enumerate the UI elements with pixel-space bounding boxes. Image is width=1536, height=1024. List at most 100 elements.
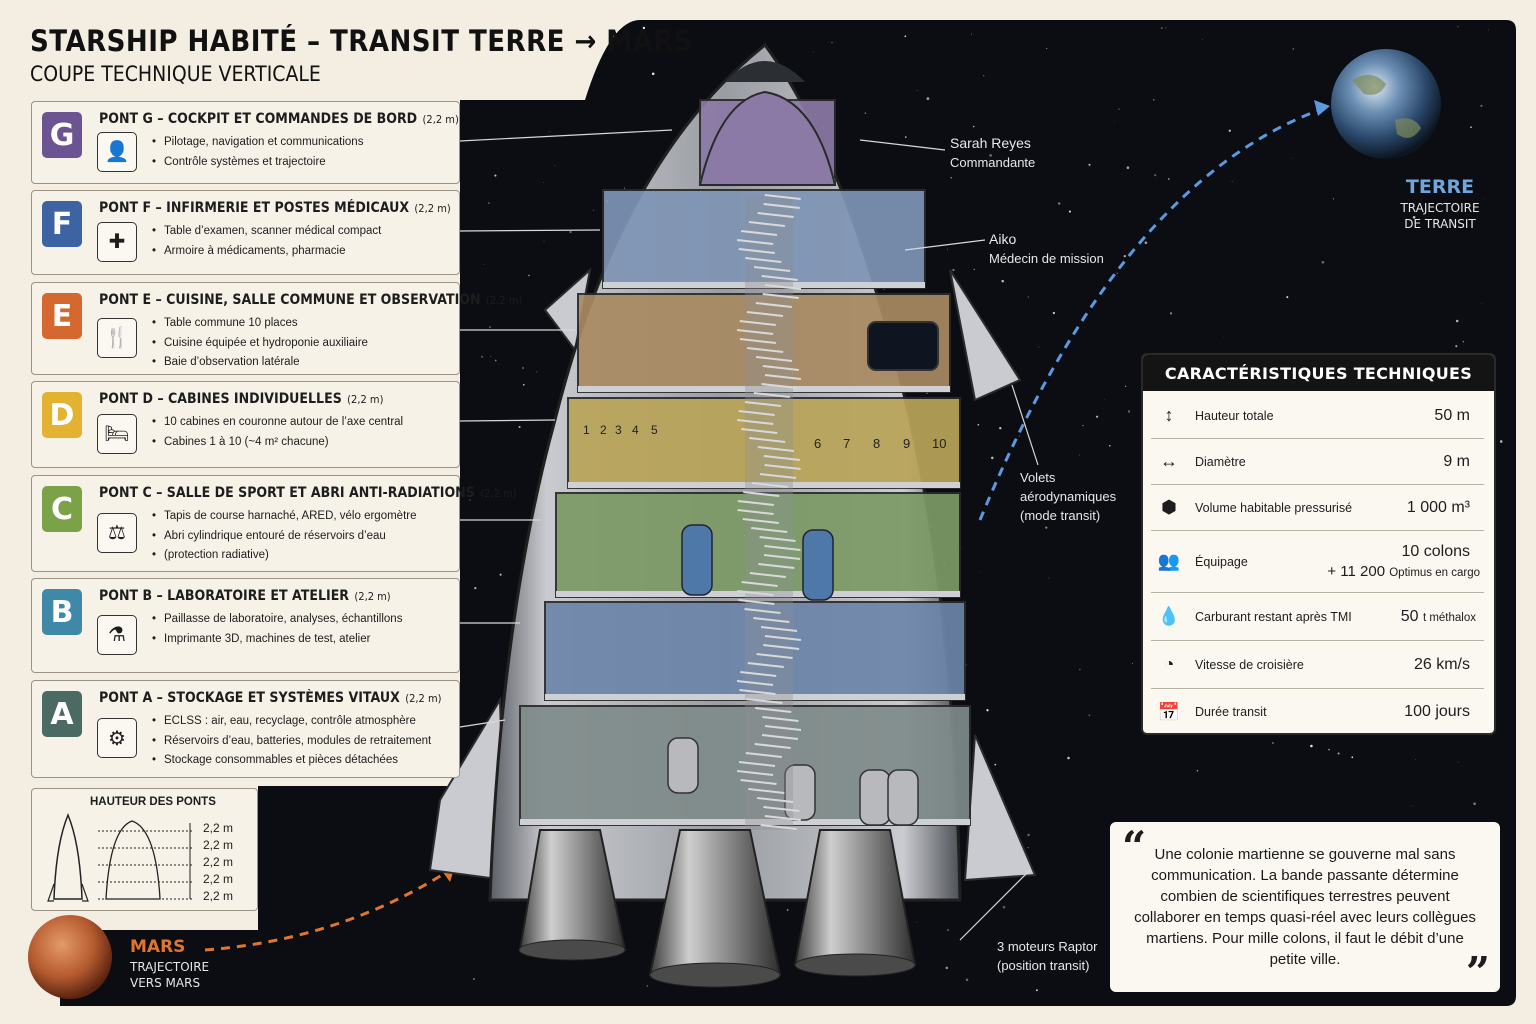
width-arrow-icon: ↔ <box>1160 451 1178 471</box>
mars-planet <box>28 915 112 999</box>
spec-value: 50 m <box>1434 406 1470 424</box>
deck-letter-badge: A <box>42 691 82 737</box>
deck-title: PONT A – STOCKAGE ET SYSTÈMES VITAUX(2,2… <box>99 690 442 706</box>
flask-icon: ⚗ <box>97 614 137 655</box>
engines-callout: 3 moteurs Raptor (position transit) <box>997 937 1097 975</box>
ship-outline-icon <box>47 813 192 902</box>
spec-row: ↕ Hauteur totale 50 m <box>1151 393 1484 439</box>
mars-sub1: TRAJECTOIRE <box>130 960 210 974</box>
deck-feature: Table commune 10 places <box>152 314 368 334</box>
deck-height-value: 2,2 m <box>203 821 234 835</box>
deck-features: Pilotage, navigation et communicationsCo… <box>152 133 363 172</box>
deck-height: (2,2 m) <box>480 487 517 500</box>
commander-role: Commandante <box>950 155 1036 170</box>
raptor-engines <box>518 829 917 988</box>
deck-card-c: C PONT C – SALLE DE SPORT ET ABRI ANTI-R… <box>31 475 516 572</box>
specs-title: CARACTÉRISTIQUES TECHNIQUES <box>1143 355 1494 391</box>
deck-height-value: 2,2 m <box>203 889 234 903</box>
mars-sub2: VERS MARS <box>130 976 201 990</box>
mars-name: MARS <box>130 937 186 957</box>
deck-height: (2,2 m) <box>347 393 384 406</box>
cabin-number: 9 <box>903 436 910 451</box>
dumbbell-icon: ⚖ <box>97 512 137 553</box>
cabin-number: 6 <box>814 436 821 451</box>
deck-feature: Paillasse de laboratoire, analyses, écha… <box>152 610 402 630</box>
deck-feature: ECLSS : air, eau, recyclage, contrôle at… <box>152 712 431 732</box>
earth-name: TERRE <box>1405 176 1475 198</box>
fork-knife-icon: 🍴 <box>97 317 137 358</box>
deck-letter-badge: C <box>42 486 82 532</box>
commander-name: Sarah Reyes <box>950 135 1031 151</box>
deck-height-value: 2,2 m <box>203 872 234 886</box>
deck-features: Paillasse de laboratoire, analyses, écha… <box>152 610 402 649</box>
deck-features: Table d’examen, scanner médical compactA… <box>152 222 381 261</box>
deck-title: PONT B – LABORATOIRE ET ATELIER(2,2 m) <box>99 588 391 604</box>
crew-icon: 👥 <box>1157 551 1181 571</box>
deck-feature: 10 cabines en couronne autour de l’axe c… <box>152 413 403 433</box>
astronaut-icon: 👤 <box>97 131 137 172</box>
deck-letter-badge: E <box>42 293 82 339</box>
earth-planet <box>1331 49 1441 159</box>
deck-feature: Table d’examen, scanner médical compact <box>152 222 381 242</box>
deck-letter-badge: G <box>42 112 82 158</box>
spec-value: 10 colons+ 11 200 Optimus en cargo <box>1327 543 1480 580</box>
deck-feature: Armoire à médicaments, pharmacie <box>152 242 381 262</box>
fuel-drop-icon: 💧 <box>1157 606 1181 626</box>
deck-features: ECLSS : air, eau, recyclage, contrôle at… <box>152 712 431 771</box>
spec-label: Hauteur totale <box>1195 408 1274 423</box>
flaps-callout: Volets aérodynamiques (mode transit) <box>1020 468 1116 525</box>
quote-box: “ Une colonie martienne se gouverne mal … <box>1110 822 1500 997</box>
mars-label: MARS TRAJECTOIRE VERS MARS <box>130 937 209 990</box>
deck-features: Table commune 10 placesCuisine équipée e… <box>152 314 368 373</box>
height-arrow-icon: ↕ <box>1164 405 1174 425</box>
quote-text: Une colonie martienne se gouverne mal sa… <box>1134 846 1476 968</box>
deck-height: (2,2 m) <box>405 692 442 705</box>
doctor-role: Médecin de mission <box>989 251 1104 266</box>
cabin-number: 10 <box>932 436 946 451</box>
deck-feature: Réservoirs d’eau, batteries, modules de … <box>152 732 431 752</box>
deck-feature: Imprimante 3D, machines de test, atelier <box>152 630 402 650</box>
deck-feature: Cuisine équipée et hydroponie auxiliaire <box>152 334 368 354</box>
deck-feature: Stockage consommables et pièces détachée… <box>152 751 431 771</box>
deck-title: PONT D – CABINES INDIVIDUELLES(2,2 m) <box>99 391 384 407</box>
deck-cutaway <box>519 90 971 826</box>
deck-features: Tapis de course harnaché, ARED, vélo erg… <box>152 507 417 566</box>
spec-label: Durée transit <box>1195 705 1267 719</box>
deck-letter-badge: D <box>42 392 82 438</box>
deck-title: PONT E – CUISINE, SALLE COMMUNE ET OBSER… <box>99 292 523 308</box>
spec-value: 50 t méthalox <box>1400 607 1476 625</box>
gear-icon: ⚙ <box>97 718 137 758</box>
deck-title: PONT F – INFIRMERIE ET POSTES MÉDICAUX(2… <box>99 200 451 216</box>
deck-feature: Abri cylindrique entouré de réservoirs d… <box>152 527 417 547</box>
spec-label: Volume habitable pressurisé <box>1195 500 1353 515</box>
deck-title: PONT C – SALLE DE SPORT ET ABRI ANTI-RAD… <box>99 485 517 501</box>
speedometer-icon: ◔ <box>1163 654 1175 674</box>
deck-heights-title: HAUTEUR DES PONTS <box>90 796 216 808</box>
deck-height-value: 2,2 m <box>203 855 234 869</box>
earth-sub2: DE TRANSIT <box>1404 217 1476 231</box>
specs-panel: CARACTÉRISTIQUES TECHNIQUES ↕ Hauteur to… <box>1141 353 1496 735</box>
deck-feature: Tapis de course harnaché, ARED, vélo erg… <box>152 507 417 527</box>
deck-height: (2,2 m) <box>354 590 391 603</box>
cube-icon: ⬢ <box>1161 497 1177 517</box>
quote-open-mark: “ <box>1122 822 1147 871</box>
flaps-line3: (mode transit) <box>1020 508 1101 523</box>
quote-close-mark: ” <box>1465 948 1490 997</box>
deck-card-f: F PONT F – INFIRMERIE ET POSTES MÉDICAUX… <box>31 190 460 275</box>
commander-callout: Sarah Reyes Commandante <box>950 134 1035 172</box>
cabin-number: 5 <box>651 423 658 437</box>
cabin-number: 8 <box>873 436 880 451</box>
doctor-name: Aiko <box>989 231 1017 247</box>
spec-value: 26 km/s <box>1413 655 1470 673</box>
deck-feature: Baie d’observation latérale <box>152 353 368 373</box>
page-title: STARSHIP HABITÉ – TRANSIT TERRE → MARS <box>30 24 694 58</box>
mars-trajectory <box>204 868 451 952</box>
doctor-callout: Aiko Médecin de mission <box>989 230 1104 268</box>
deck-feature: Contrôle systèmes et trajectoire <box>152 153 363 173</box>
calendar-icon: 📅 <box>1157 701 1181 722</box>
